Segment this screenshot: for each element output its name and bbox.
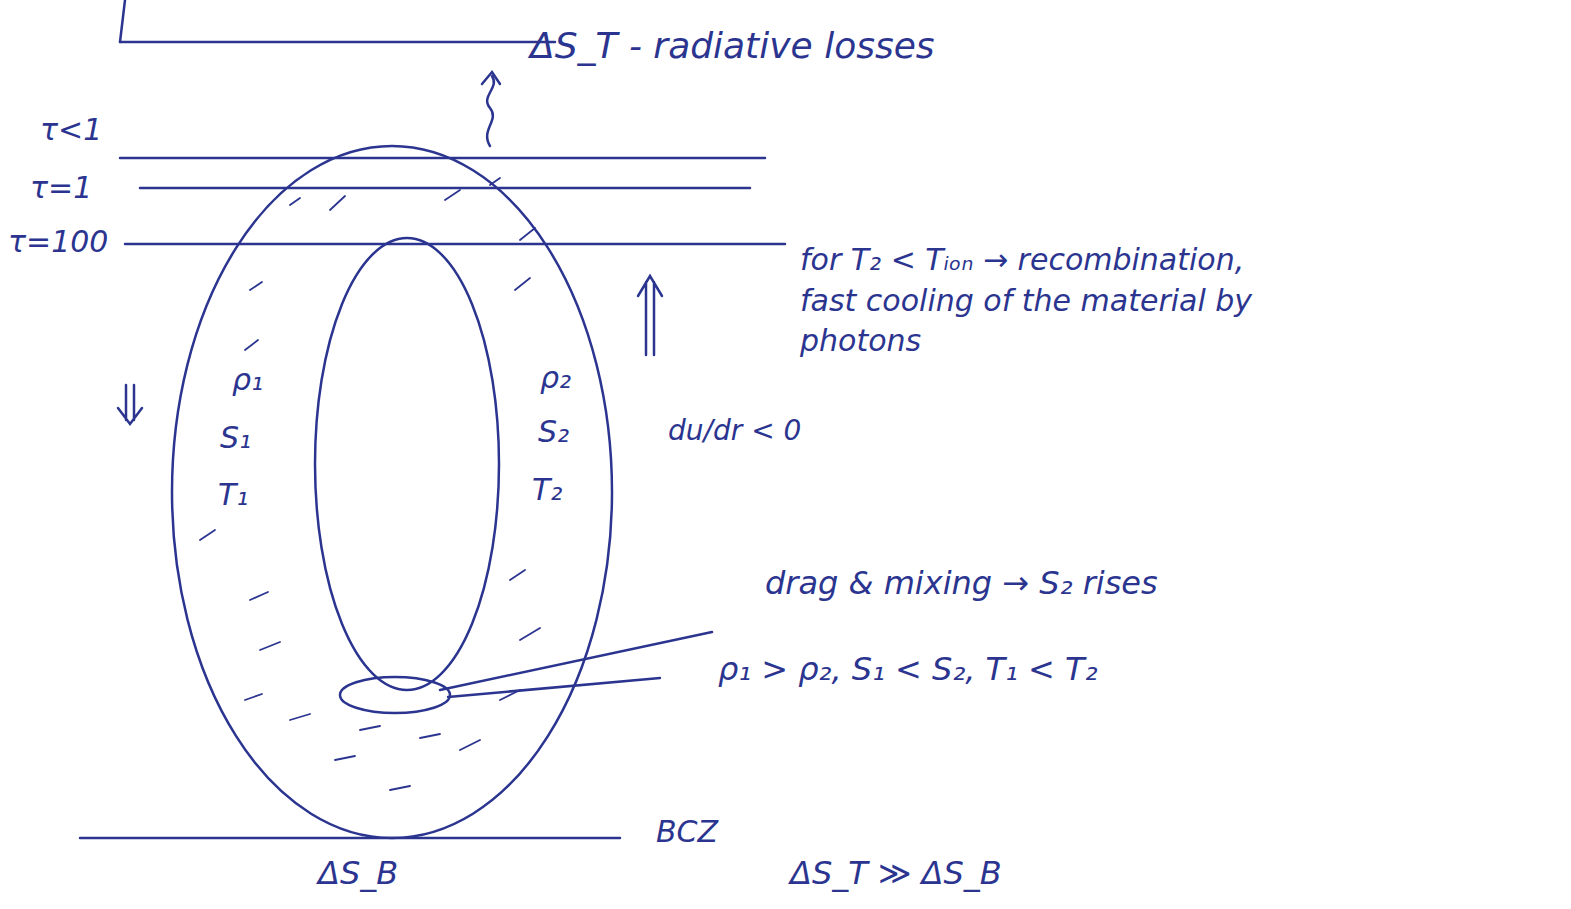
leader-line: [440, 632, 712, 697]
quantity: ρ₂: [540, 358, 571, 399]
note-text: ΔS_T - radiative losses: [530, 22, 935, 71]
tau-100-line: [125, 243, 785, 246]
up-arrow: [638, 276, 662, 355]
optical-depth: τ=1: [30, 168, 92, 209]
hatching: [200, 178, 540, 790]
gradient-note: du/dr < 0: [668, 412, 801, 450]
note-text: drag & mixing → S₂ rises: [765, 562, 1158, 605]
cell-outer: [172, 146, 612, 838]
note-text: for T₂ < Tᵢₒₙ → recombination, fast cool…: [800, 240, 1290, 362]
optical-depth: τ=100: [8, 222, 108, 263]
tau-less-1-line: [120, 157, 765, 160]
note-text: ΔS_T ≫ ΔS_B: [790, 852, 1002, 895]
quantity: T₂: [532, 470, 562, 511]
region-name: BCZ: [656, 812, 718, 853]
bcz-line: [80, 837, 620, 840]
down-arrow: [118, 385, 142, 424]
radiative-loss-squiggle: [487, 76, 494, 146]
squiggle-head: [482, 72, 500, 84]
note-text: ρ₁ > ρ₂, S₁ < S₂, T₁ < T₂: [718, 648, 1097, 691]
cell-inner: [315, 238, 499, 690]
quantity: T₁: [218, 475, 248, 516]
mixing-zone: [340, 677, 450, 713]
underline: [120, 41, 555, 44]
quantity: ΔS_B: [318, 852, 398, 895]
tau-1-line: [140, 187, 750, 190]
frame-edge: [120, 0, 125, 42]
quantity: ρ₁: [232, 360, 263, 401]
quantity: S₂: [538, 412, 569, 453]
quantity: S₁: [220, 418, 251, 459]
optical-depth: τ<1: [40, 110, 102, 151]
